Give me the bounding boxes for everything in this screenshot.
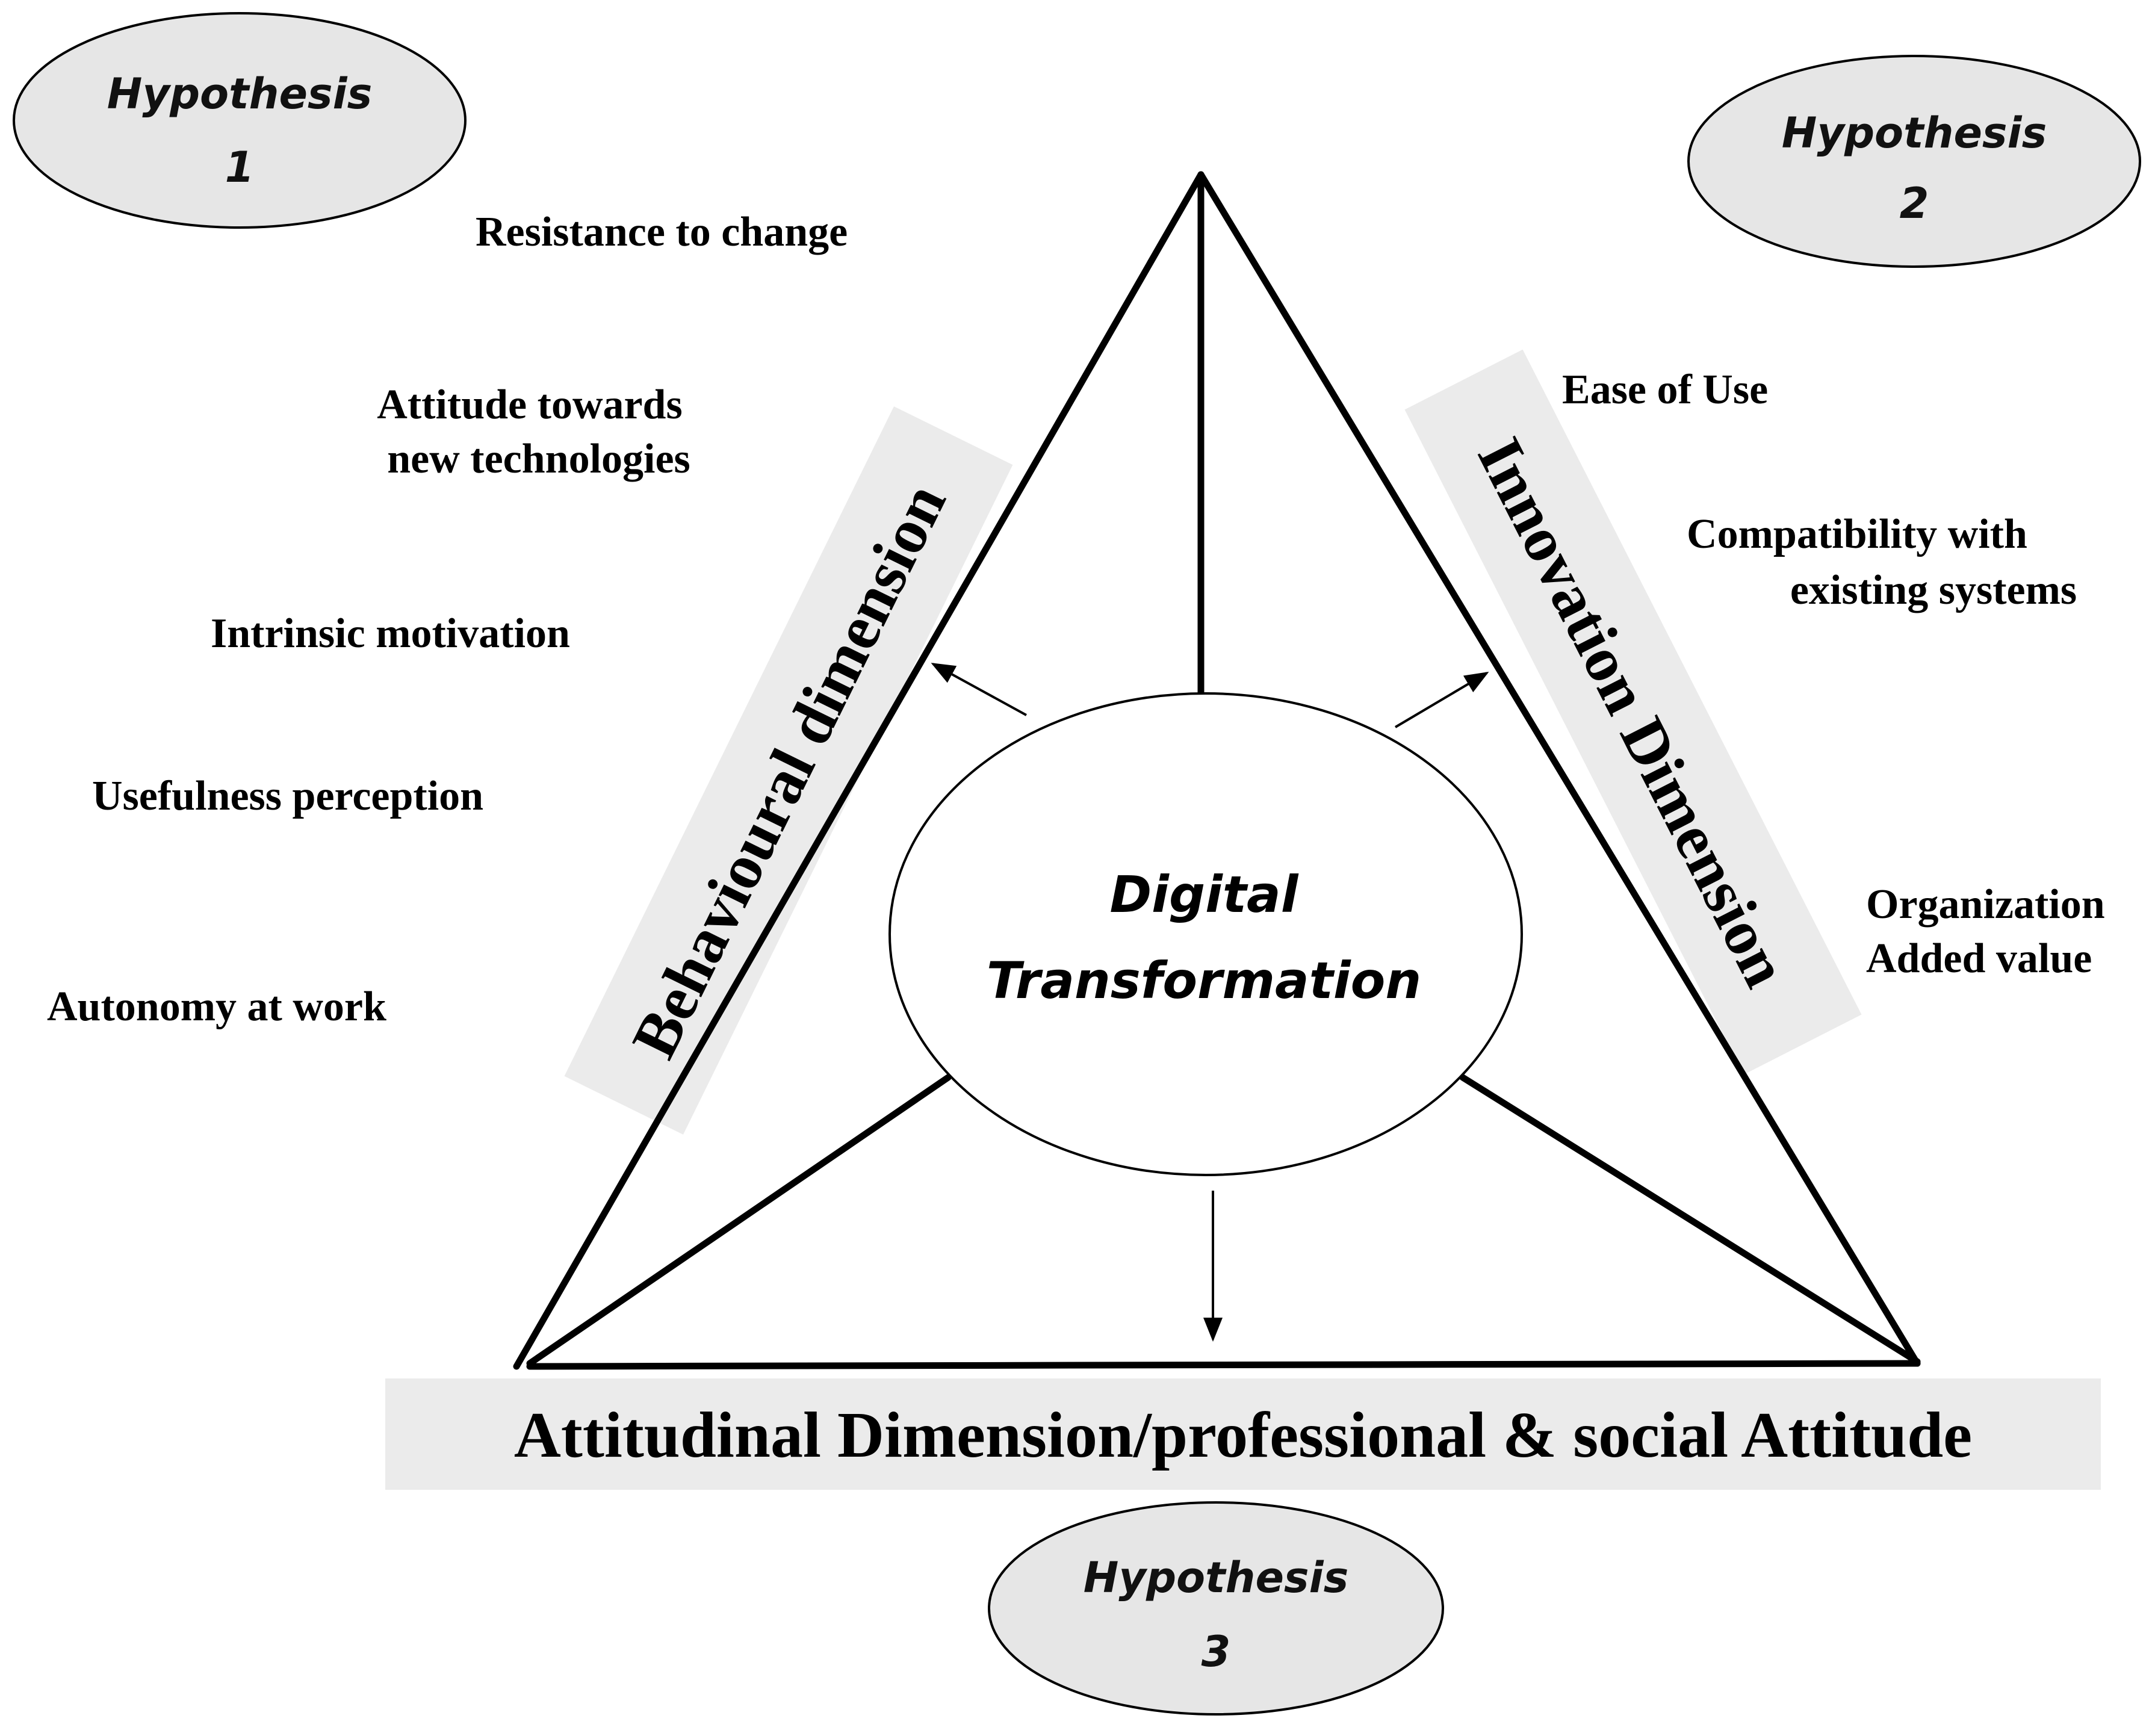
hypothesis-3-title: Hypothesis (1084, 1553, 1349, 1602)
factor-organization-line1: Organization (1866, 881, 2105, 928)
factor-intrinsic-motivation: Intrinsic motivation (211, 610, 570, 657)
factor-attitude-new-tech-line2: new technologies (387, 436, 690, 482)
hypothesis-3: Hypothesis 3 (988, 1501, 1444, 1716)
arrow-to-behavioural (931, 663, 1027, 716)
hypothesis-2-number: 2 (1900, 179, 1929, 228)
factor-organization-line2: Added value (1866, 935, 2092, 982)
arrow-to-innovation (1394, 671, 1489, 728)
behavioural-factors: Resistance to change Attitude towards ne… (47, 209, 848, 1030)
hypothesis-1: Hypothesis 1 (13, 12, 467, 229)
digital-transformation-node: Digital Transformation (888, 692, 1523, 1176)
factor-attitude-new-tech-line1: Attitude towards (377, 382, 682, 428)
triangle-left-edge (513, 171, 1205, 1370)
hypothesis-1-number: 1 (225, 143, 255, 192)
attitudinal-dimension-band: Attitudinal Dimension/professional & soc… (385, 1378, 2101, 1490)
triangle (513, 171, 1921, 1370)
hypothesis-3-number: 3 (1202, 1627, 1231, 1676)
innovation-factors: Ease of Use Compatibility with existing … (1562, 367, 2105, 982)
factor-autonomy-at-work: Autonomy at work (47, 984, 386, 1030)
attitudinal-dimension-label: Attitudinal Dimension/professional & soc… (514, 1400, 1972, 1471)
factor-resistance-to-change: Resistance to change (476, 209, 848, 255)
spoke-bottom-right (1459, 1074, 1921, 1365)
center-title-line1: Digital (1109, 865, 1298, 924)
triangle-right-edge (1197, 171, 1921, 1367)
spoke-bottom-left (526, 1074, 952, 1367)
center-title-line2: Transformation (987, 951, 1421, 1010)
factor-compatibility-line2: existing systems (1790, 567, 2077, 613)
hypothesis-2-title: Hypothesis (1782, 108, 2047, 158)
factor-usefulness-perception: Usefulness perception (92, 773, 483, 819)
hypothesis-2: Hypothesis 2 (1687, 55, 2141, 268)
factor-ease-of-use: Ease of Use (1562, 367, 1768, 413)
triangle-base-edge (526, 1360, 1921, 1370)
arrows (931, 663, 1489, 1342)
factor-compatibility-line1: Compatibility with (1687, 511, 2027, 557)
hypothesis-1-title: Hypothesis (107, 69, 373, 119)
